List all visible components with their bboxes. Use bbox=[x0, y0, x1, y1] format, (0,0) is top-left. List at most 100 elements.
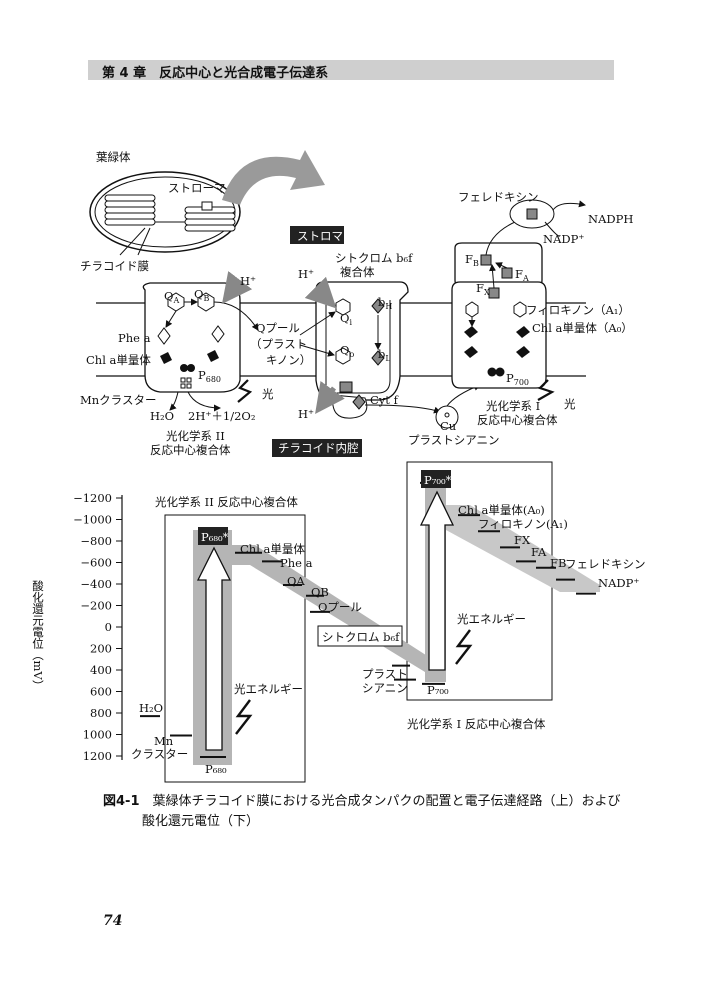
psi-a0: Chl a単量体（A₀） bbox=[532, 321, 633, 335]
y-tick-label: 800 bbox=[90, 706, 112, 720]
lvl-p680: P₆₈₀ bbox=[205, 762, 227, 776]
caption-line2: 酸化還元電位（下） bbox=[142, 814, 260, 829]
psii-title: 光化学系 II 反応中心複合体 bbox=[155, 495, 298, 509]
y-tick-label: −400 bbox=[80, 577, 112, 591]
psi-fa: FA bbox=[515, 267, 529, 283]
p700-star-box bbox=[421, 470, 451, 488]
page-number: 74 bbox=[103, 913, 123, 929]
cyt-bh: bH bbox=[378, 295, 392, 311]
lvl-qb: QB bbox=[311, 585, 329, 599]
stroma-box bbox=[290, 226, 344, 244]
lightning-icon bbox=[455, 629, 473, 665]
psi-a1: フィロキノン（A₁） bbox=[526, 303, 630, 317]
y-ticks: −1200−1000−800−600−400−20002004006008001… bbox=[73, 491, 122, 763]
y-tick-label: 200 bbox=[90, 642, 112, 656]
lvl-a0: Chl a単量体(A₀) bbox=[458, 503, 545, 517]
h-plus-cyt-top: H⁺ bbox=[298, 267, 314, 281]
caption-line1: 葉緑体チラコイド膜における光合成タンパクの配置と電子伝達経路（上）および bbox=[152, 794, 621, 809]
psi-name2: 反応中心複合体 bbox=[477, 413, 558, 427]
pc-label: プラストシアニン bbox=[408, 433, 500, 447]
y-tick-label: −200 bbox=[80, 599, 112, 613]
psi-fd: フェレドキシン bbox=[458, 190, 539, 204]
lightning-icon bbox=[235, 699, 253, 735]
lvl-qpool: Qプール bbox=[318, 600, 362, 614]
psii-excitation-arrow bbox=[196, 546, 232, 751]
cyt-bl: bL bbox=[378, 347, 391, 363]
psii-name2: 反応中心複合体 bbox=[150, 443, 231, 457]
y-tick-label: 400 bbox=[90, 663, 112, 677]
stroma-small-label: ストローマ bbox=[168, 181, 226, 195]
cyt-f: Cyt f bbox=[370, 393, 399, 407]
psii-complex bbox=[142, 271, 259, 412]
y-tick-label: −1200 bbox=[73, 491, 112, 505]
h-plus-cyt-bottom: H⁺ bbox=[298, 407, 314, 421]
p680-star-box bbox=[198, 527, 228, 545]
figure-caption: 図4-1 葉緑体チラコイド膜における光合成タンパクの配置と電子伝達経路（上）およ… bbox=[103, 792, 623, 832]
cu-label: Cu bbox=[440, 419, 456, 433]
y-tick-label: −1000 bbox=[73, 513, 112, 527]
psii-phe: Phe a bbox=[118, 331, 151, 345]
lvl-pc2: シアニン bbox=[362, 681, 408, 695]
y-tick-label: 1000 bbox=[83, 728, 112, 742]
y-tick-label: −800 bbox=[80, 534, 112, 548]
lumen-box-label: チラコイド内腔 bbox=[278, 441, 359, 455]
psii-mn: Mnクラスター bbox=[80, 393, 156, 407]
psi-nadp: NADP⁺ bbox=[543, 232, 584, 246]
psi-title: 光化学系 I 反応中心複合体 bbox=[407, 717, 546, 731]
psii-qb: QB bbox=[194, 287, 209, 303]
qpool-label-3: キノン） bbox=[266, 353, 311, 367]
qpool-label-2: （プラスト bbox=[250, 337, 307, 351]
y-tick-label: 0 bbox=[105, 620, 112, 634]
chloroplast bbox=[89, 171, 241, 256]
lvl-fd: フェレドキシン bbox=[565, 557, 646, 571]
psi-name1: 光化学系 I bbox=[486, 399, 540, 413]
lvl-phe: Phe a bbox=[280, 556, 313, 570]
p680-star: P₆₈₀* bbox=[201, 530, 229, 544]
y-axis-label: 酸化還元電位（mV） bbox=[31, 579, 45, 691]
stroma-box-label: ストロマ bbox=[297, 229, 343, 243]
y-tick-label: −600 bbox=[80, 556, 112, 570]
psii-name1: 光化学系 II bbox=[166, 429, 225, 443]
lvl-fb: FB bbox=[550, 556, 566, 570]
chloroplast-label: 葉緑体 bbox=[96, 150, 131, 164]
lvl-fa: FA bbox=[531, 545, 547, 559]
lumen-box bbox=[272, 439, 362, 457]
psi-light: 光 bbox=[564, 397, 576, 411]
psii-qa: QA bbox=[164, 289, 179, 305]
lvl-a1: フィロキノン(A₁) bbox=[478, 517, 568, 531]
psii-water: H₂O bbox=[150, 409, 174, 423]
psi-complex bbox=[451, 199, 586, 401]
p700-star: P₇₀₀* bbox=[424, 473, 452, 487]
thylakoid-membrane-label: チラコイド膜 bbox=[80, 259, 149, 273]
lvl-chla: Chl a単量体 bbox=[240, 542, 305, 556]
lvl-mn1: Mn bbox=[154, 734, 174, 748]
chapter-header: 第 4 章 反応中心と光合成電子伝達系 bbox=[88, 60, 614, 81]
psii-light: 光 bbox=[262, 387, 274, 401]
psii-box bbox=[164, 514, 306, 783]
psi-p700: P700 bbox=[506, 371, 529, 387]
energy-levels bbox=[140, 481, 596, 758]
lvl-fx: FX bbox=[514, 533, 531, 547]
qpool-label-1: Qプール bbox=[256, 321, 300, 335]
lvl-mn2: クラスター bbox=[131, 747, 188, 761]
lvl-p700: P₇₀₀ bbox=[427, 683, 449, 697]
cyt-box bbox=[317, 625, 403, 647]
zoom-arrow bbox=[222, 150, 325, 205]
lvl-nadp: NADP⁺ bbox=[598, 576, 639, 590]
cyt-qi: Qi bbox=[340, 311, 352, 327]
chapter-title: 第 4 章 反応中心と光合成電子伝達系 bbox=[102, 66, 329, 81]
psi-fx: FX bbox=[476, 281, 490, 297]
cytb6f-complex bbox=[299, 276, 441, 419]
redox-chart: −1200−1000−800−600−400−20002004006008001… bbox=[73, 461, 600, 783]
psii-oxygen: 2H⁺＋1/2O₂ bbox=[188, 409, 255, 423]
psii-chla: Chl a単量体 bbox=[86, 353, 151, 367]
light-psi: 光エネルギー bbox=[457, 612, 526, 626]
lvl-pc1: プラスト bbox=[362, 667, 408, 681]
cyt-name1: シトクロム b₆f bbox=[335, 251, 413, 265]
lvl-h2o: H₂O bbox=[139, 701, 163, 715]
psi-downhill-band bbox=[446, 505, 600, 592]
cyt-name2: 複合体 bbox=[340, 265, 375, 279]
psi-fb: FB bbox=[465, 252, 479, 268]
lvl-qa: QA bbox=[287, 574, 305, 588]
